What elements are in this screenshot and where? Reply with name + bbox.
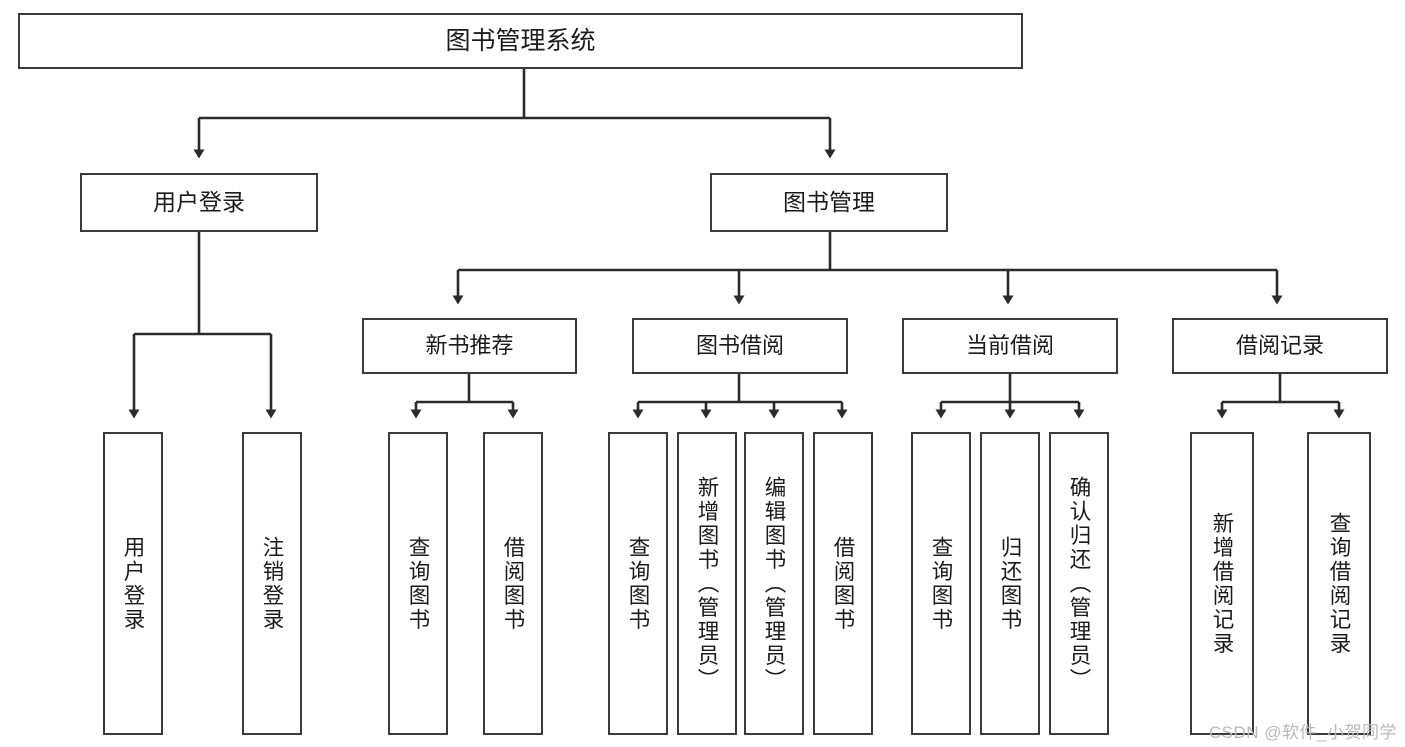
leaf-borrow-borrow-book[interactable]: 借阅图书 <box>813 432 873 735</box>
leaf-new-book-query[interactable]: 查询图书 <box>388 432 448 735</box>
leaf-label: 查询图书 <box>406 535 431 632</box>
leaf-new-book-borrow[interactable]: 借阅图书 <box>483 432 543 735</box>
leaf-borrow-add-book-admin[interactable]: 新增图书（管理员） <box>677 432 737 735</box>
leaf-borrow-query-book[interactable]: 查询图书 <box>608 432 668 735</box>
leaf-label: 注销登录 <box>260 535 285 632</box>
leaf-label: 归还图书 <box>998 535 1023 632</box>
node-book-management[interactable]: 图书管理 <box>710 173 948 232</box>
node-current-borrow[interactable]: 当前借阅 <box>902 318 1118 374</box>
leaf-label: 查询图书 <box>929 535 954 632</box>
leaf-user-login-signin[interactable]: 用户登录 <box>103 432 163 735</box>
node-book-borrow[interactable]: 图书借阅 <box>632 318 848 374</box>
leaf-user-login-signout[interactable]: 注销登录 <box>242 432 302 735</box>
leaf-record-query[interactable]: 查询借阅记录 <box>1307 432 1371 735</box>
leaf-label: 新增借阅记录 <box>1210 511 1235 656</box>
leaf-current-confirm-return-admin[interactable]: 确认归还（管理员） <box>1049 432 1109 735</box>
leaf-current-return-book[interactable]: 归还图书 <box>980 432 1040 735</box>
leaf-label: 确认归还（管理员） <box>1067 475 1092 692</box>
node-user-login[interactable]: 用户登录 <box>80 173 318 232</box>
node-borrow-record[interactable]: 借阅记录 <box>1172 318 1388 374</box>
node-new-book-recommend[interactable]: 新书推荐 <box>362 318 577 374</box>
node-root-system[interactable]: 图书管理系统 <box>18 13 1023 69</box>
leaf-borrow-edit-book-admin[interactable]: 编辑图书（管理员） <box>744 432 804 735</box>
leaf-current-query-book[interactable]: 查询图书 <box>911 432 971 735</box>
leaf-label: 用户登录 <box>121 535 146 632</box>
leaf-label: 借阅图书 <box>501 535 526 632</box>
csdn-watermark: CSDN @软件_小贺同学 <box>1208 723 1397 742</box>
leaf-label: 查询图书 <box>626 535 651 632</box>
leaf-record-add[interactable]: 新增借阅记录 <box>1190 432 1254 735</box>
leaf-label: 借阅图书 <box>831 535 856 632</box>
leaf-label: 新增图书（管理员） <box>695 475 720 692</box>
leaf-label: 查询借阅记录 <box>1327 511 1352 656</box>
leaf-label: 编辑图书（管理员） <box>762 475 787 692</box>
